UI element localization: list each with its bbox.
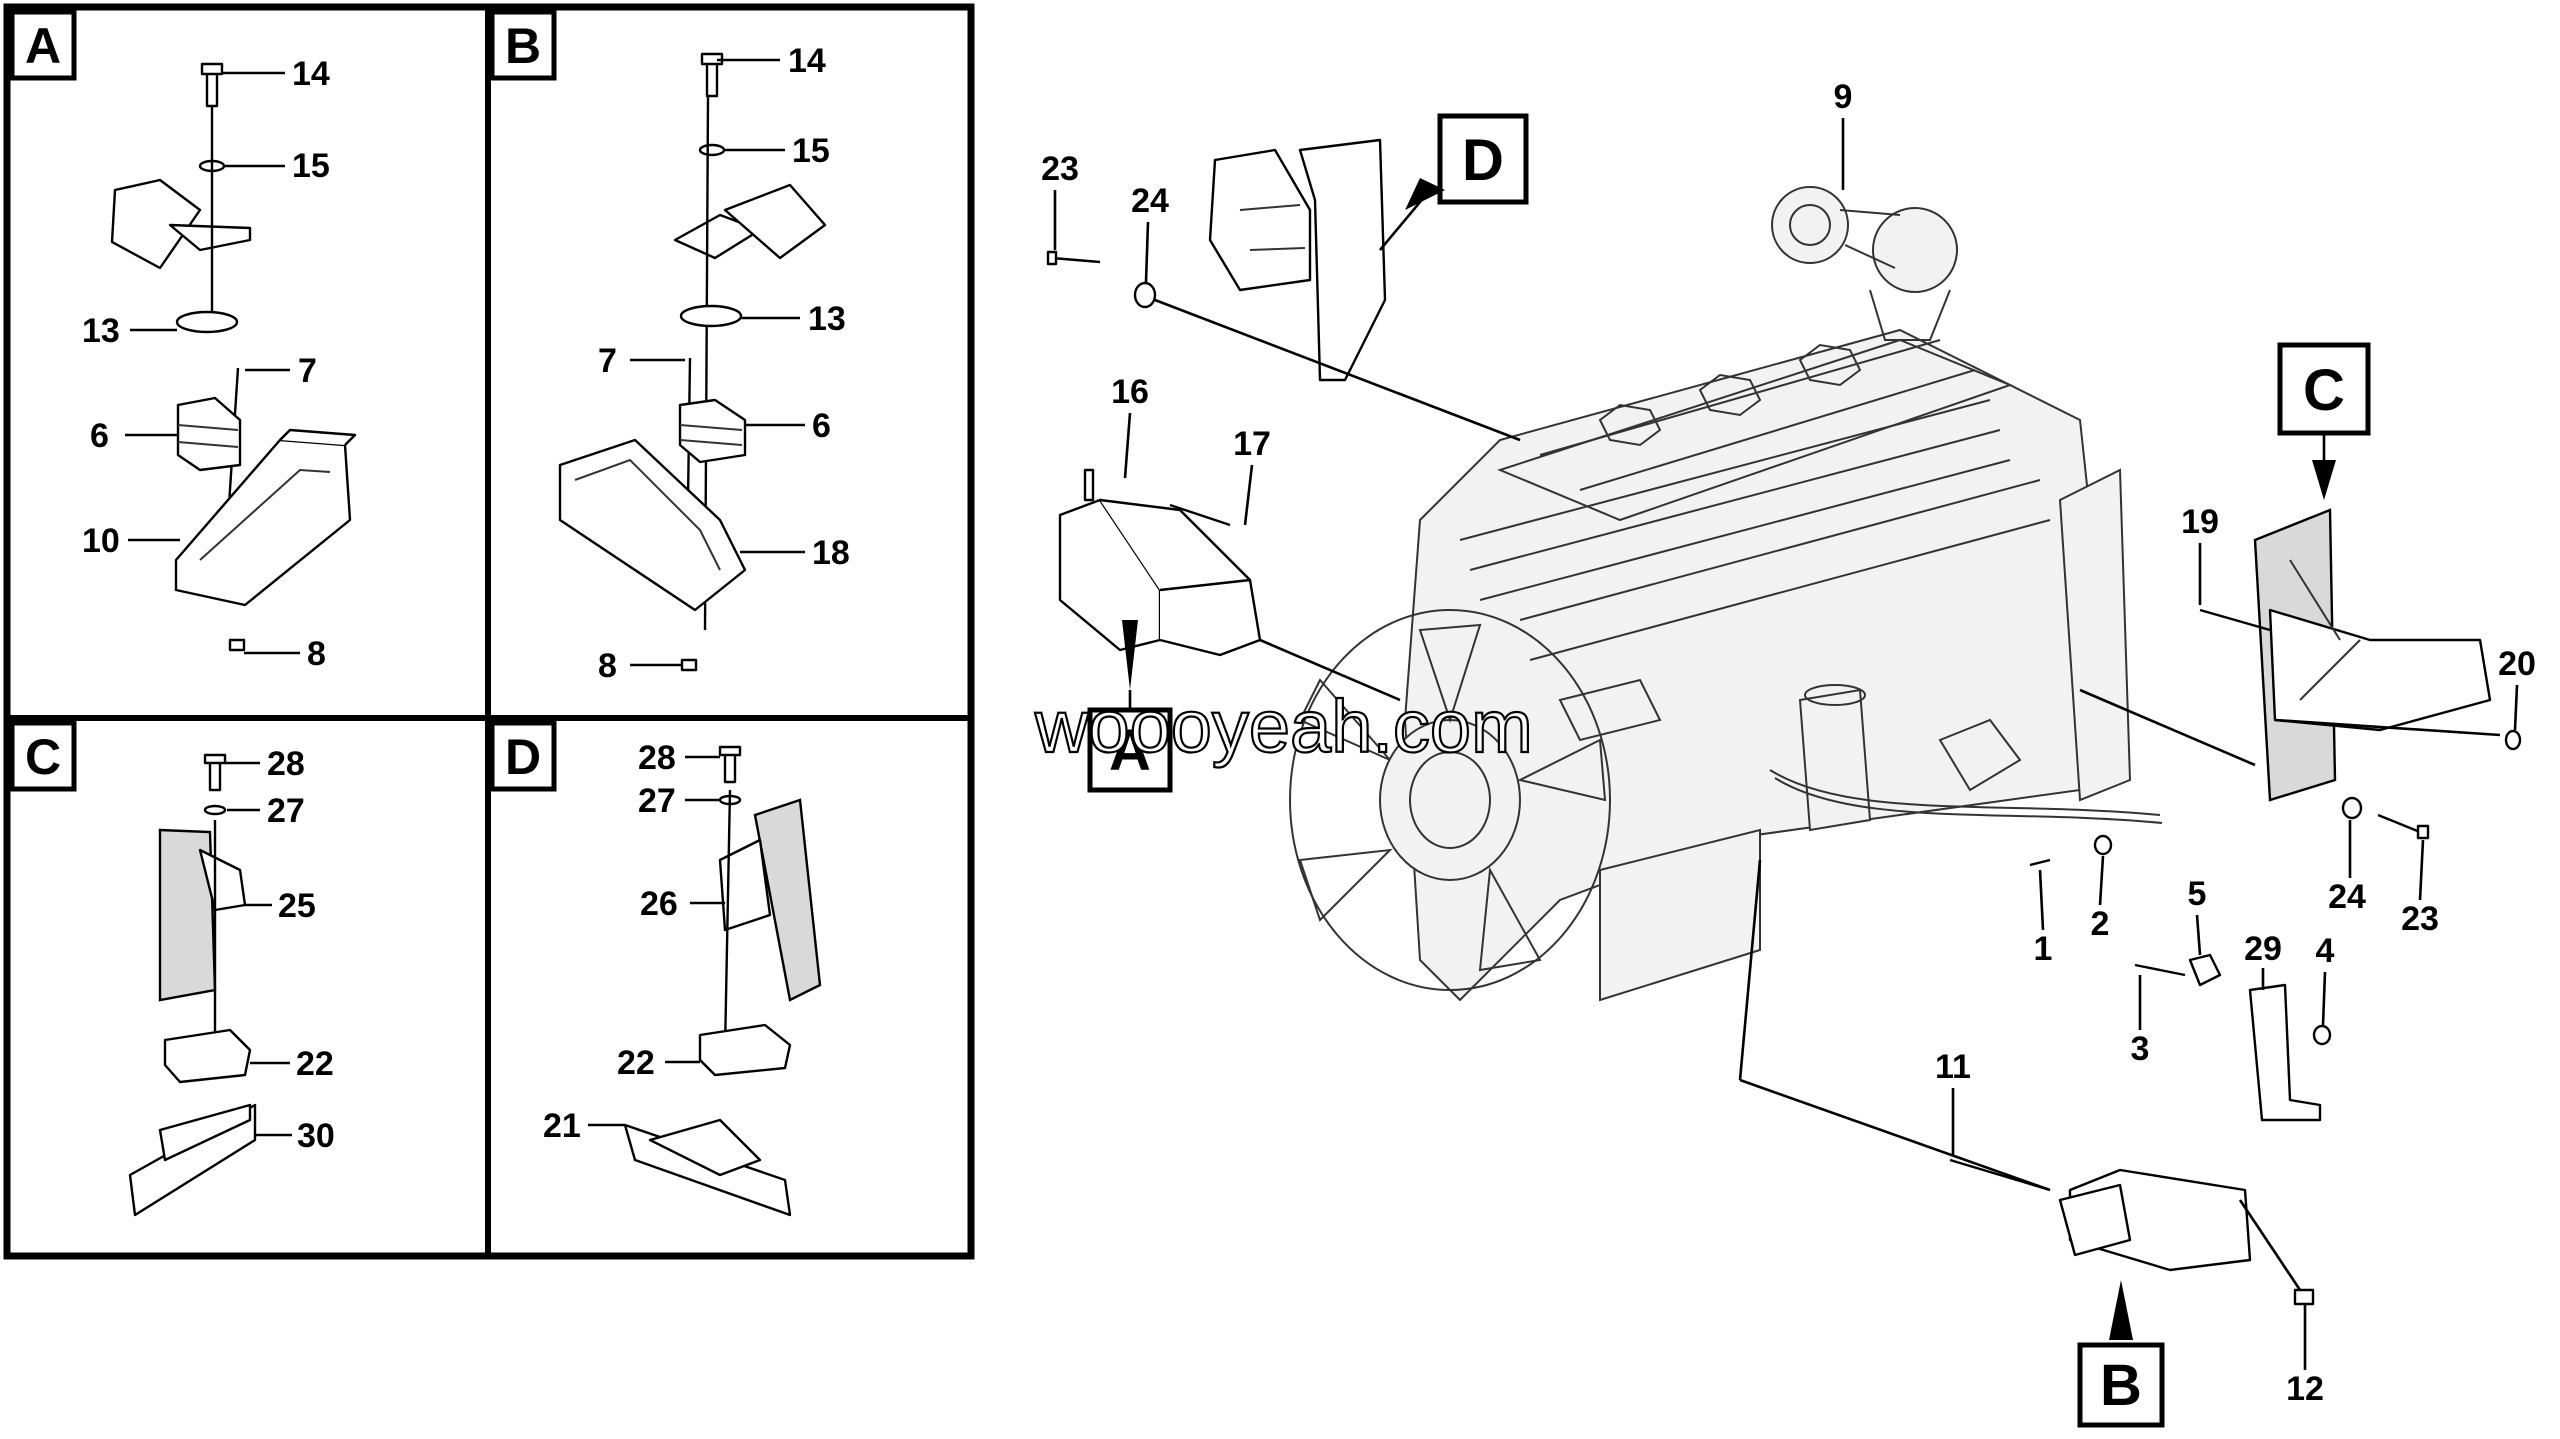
- svg-text:C: C: [25, 729, 61, 785]
- svg-text:24: 24: [1131, 182, 1169, 220]
- svg-text:6: 6: [90, 417, 109, 455]
- svg-text:15: 15: [792, 132, 830, 170]
- svg-text:5: 5: [2188, 875, 2207, 913]
- callout-c: C: [2277, 342, 2371, 500]
- main-parts: [1046, 138, 2522, 1306]
- svg-text:12: 12: [2286, 1370, 2324, 1408]
- svg-text:15: 15: [292, 147, 330, 185]
- svg-text:21: 21: [543, 1107, 581, 1145]
- svg-text:13: 13: [808, 300, 846, 338]
- callout-a: A: [1087, 620, 1173, 793]
- panel-letter-b: B: [489, 9, 557, 81]
- svg-text:7: 7: [598, 342, 617, 380]
- watermark-text: woooyeah.com: [1034, 685, 1533, 768]
- svg-text:22: 22: [617, 1044, 655, 1082]
- svg-text:8: 8: [598, 647, 617, 685]
- svg-text:8: 8: [307, 635, 326, 673]
- panel-grid: [3, 3, 975, 1260]
- svg-text:A: A: [1109, 718, 1151, 783]
- svg-text:6: 6: [812, 407, 831, 445]
- svg-text:D: D: [1462, 128, 1504, 193]
- svg-text:23: 23: [2401, 900, 2439, 938]
- panel-letter-d: D: [489, 720, 557, 792]
- callout-d: D: [1379, 113, 1529, 251]
- callout-b: B: [2077, 1280, 2165, 1428]
- svg-text:14: 14: [292, 55, 330, 93]
- svg-text:10: 10: [82, 522, 120, 560]
- svg-text:17: 17: [1233, 425, 1271, 463]
- panel-d-drawing: [623, 745, 822, 1217]
- svg-text:22: 22: [296, 1045, 334, 1083]
- svg-text:B: B: [505, 18, 541, 74]
- svg-text:29: 29: [2244, 930, 2282, 968]
- svg-text:13: 13: [82, 312, 120, 350]
- main-labels: 9 23 24 16 17 19 20 24 23 1 2 5 29 4 3 1…: [1041, 78, 2536, 1408]
- svg-text:1: 1: [2034, 930, 2053, 968]
- svg-text:27: 27: [267, 792, 305, 830]
- svg-text:20: 20: [2498, 645, 2536, 683]
- svg-text:28: 28: [638, 739, 676, 777]
- svg-text:A: A: [25, 18, 61, 74]
- svg-text:26: 26: [640, 885, 678, 923]
- svg-text:9: 9: [1834, 78, 1853, 116]
- panel-c-drawing: [128, 753, 257, 1217]
- svg-text:23: 23: [1041, 150, 1079, 188]
- svg-text:11: 11: [1935, 1048, 1971, 1086]
- svg-text:24: 24: [2328, 878, 2366, 916]
- svg-text:7: 7: [298, 352, 317, 390]
- svg-text:18: 18: [812, 534, 850, 572]
- svg-text:4: 4: [2316, 932, 2335, 970]
- panel-a-labels: 14 15 13 7 6 10 8: [82, 55, 330, 673]
- panel-d-labels: 28 27 26 22 21: [543, 739, 725, 1145]
- panel-b-drawing: [558, 52, 827, 672]
- svg-text:30: 30: [297, 1117, 335, 1155]
- engine-drawing: [1289, 186, 2163, 1002]
- svg-text:C: C: [2303, 358, 2345, 423]
- panel-letter-c: C: [9, 720, 77, 792]
- panel-c-labels: 28 27 25 22 30: [225, 745, 335, 1155]
- svg-text:16: 16: [1111, 373, 1149, 411]
- svg-text:B: B: [2100, 1353, 2142, 1418]
- svg-text:19: 19: [2181, 503, 2219, 541]
- svg-text:14: 14: [788, 42, 826, 80]
- svg-text:D: D: [505, 729, 541, 785]
- svg-text:3: 3: [2131, 1030, 2150, 1068]
- panel-a-drawing: [110, 62, 357, 652]
- svg-text:25: 25: [278, 887, 316, 925]
- assembly-leaders: [1154, 298, 2501, 1291]
- panel-b-labels: 14 15 13 7 6 18 8: [598, 42, 850, 685]
- svg-text:28: 28: [267, 745, 305, 783]
- svg-text:2: 2: [2091, 905, 2110, 943]
- panel-letter-a: A: [9, 9, 77, 81]
- svg-text:27: 27: [638, 782, 676, 820]
